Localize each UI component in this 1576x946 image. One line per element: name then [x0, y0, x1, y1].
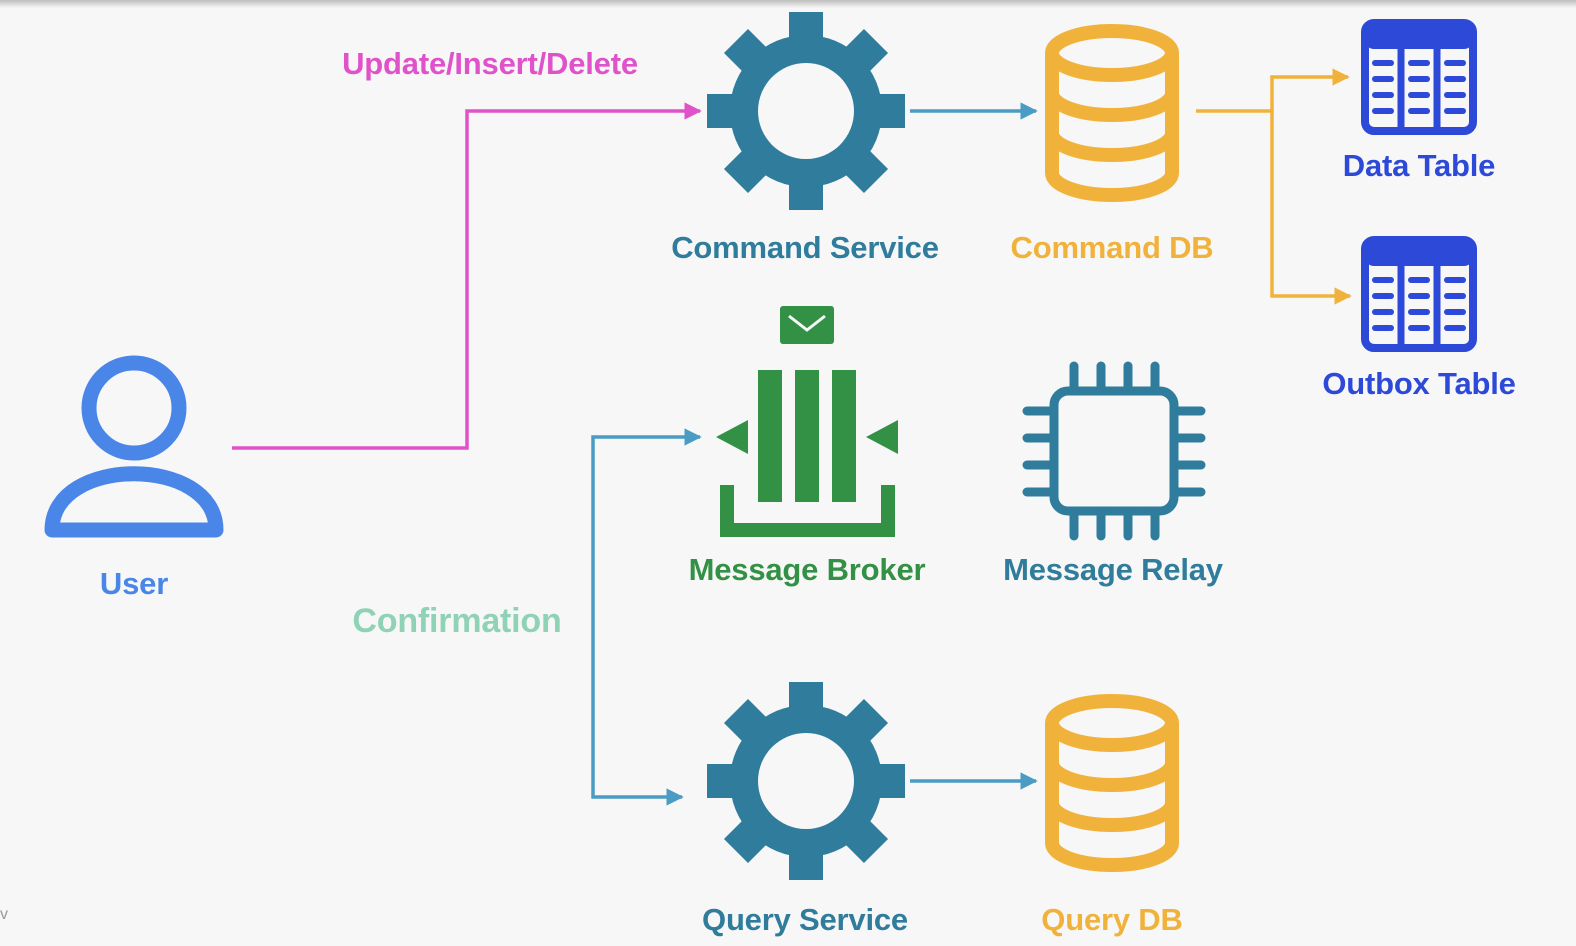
node-label-query-service: Query Service	[702, 902, 908, 937]
command-service-gear-icon	[707, 12, 905, 210]
query-db-database-icon	[1052, 701, 1172, 865]
edge-label-confirmation: Confirmation	[352, 602, 562, 640]
message-broker-icon	[716, 306, 898, 537]
edge-command-db-to-outbox-table	[1270, 111, 1352, 305]
node-label-message-relay: Message Relay	[1003, 552, 1223, 587]
message-relay-chip-icon	[1022, 361, 1206, 541]
edge-command-db-to-data-table	[1196, 68, 1350, 113]
node-label-message-broker: Message Broker	[688, 552, 926, 587]
corner-mark: v	[0, 906, 8, 923]
edge-label-update-insert-delete: Update/Insert/Delete	[342, 46, 638, 81]
node-label-user: User	[99, 566, 169, 601]
outbox-table-icon	[1365, 240, 1473, 348]
node-label-command-service: Command Service	[671, 230, 939, 265]
node-label-outbox-table: Outbox Table	[1322, 366, 1516, 401]
query-service-gear-icon	[707, 682, 905, 880]
edge-user-to-command-service	[232, 102, 702, 450]
node-label-command-db: Command DB	[1010, 230, 1214, 265]
node-label-query-db: Query DB	[1041, 902, 1183, 937]
edge-confirmation-to-message-broker	[591, 428, 702, 630]
command-db-database-icon	[1052, 31, 1172, 195]
user-icon	[44, 355, 224, 538]
node-label-data-table: Data Table	[1342, 148, 1496, 183]
edge-confirmation-to-query-service	[591, 630, 684, 806]
data-table-icon	[1365, 23, 1473, 131]
